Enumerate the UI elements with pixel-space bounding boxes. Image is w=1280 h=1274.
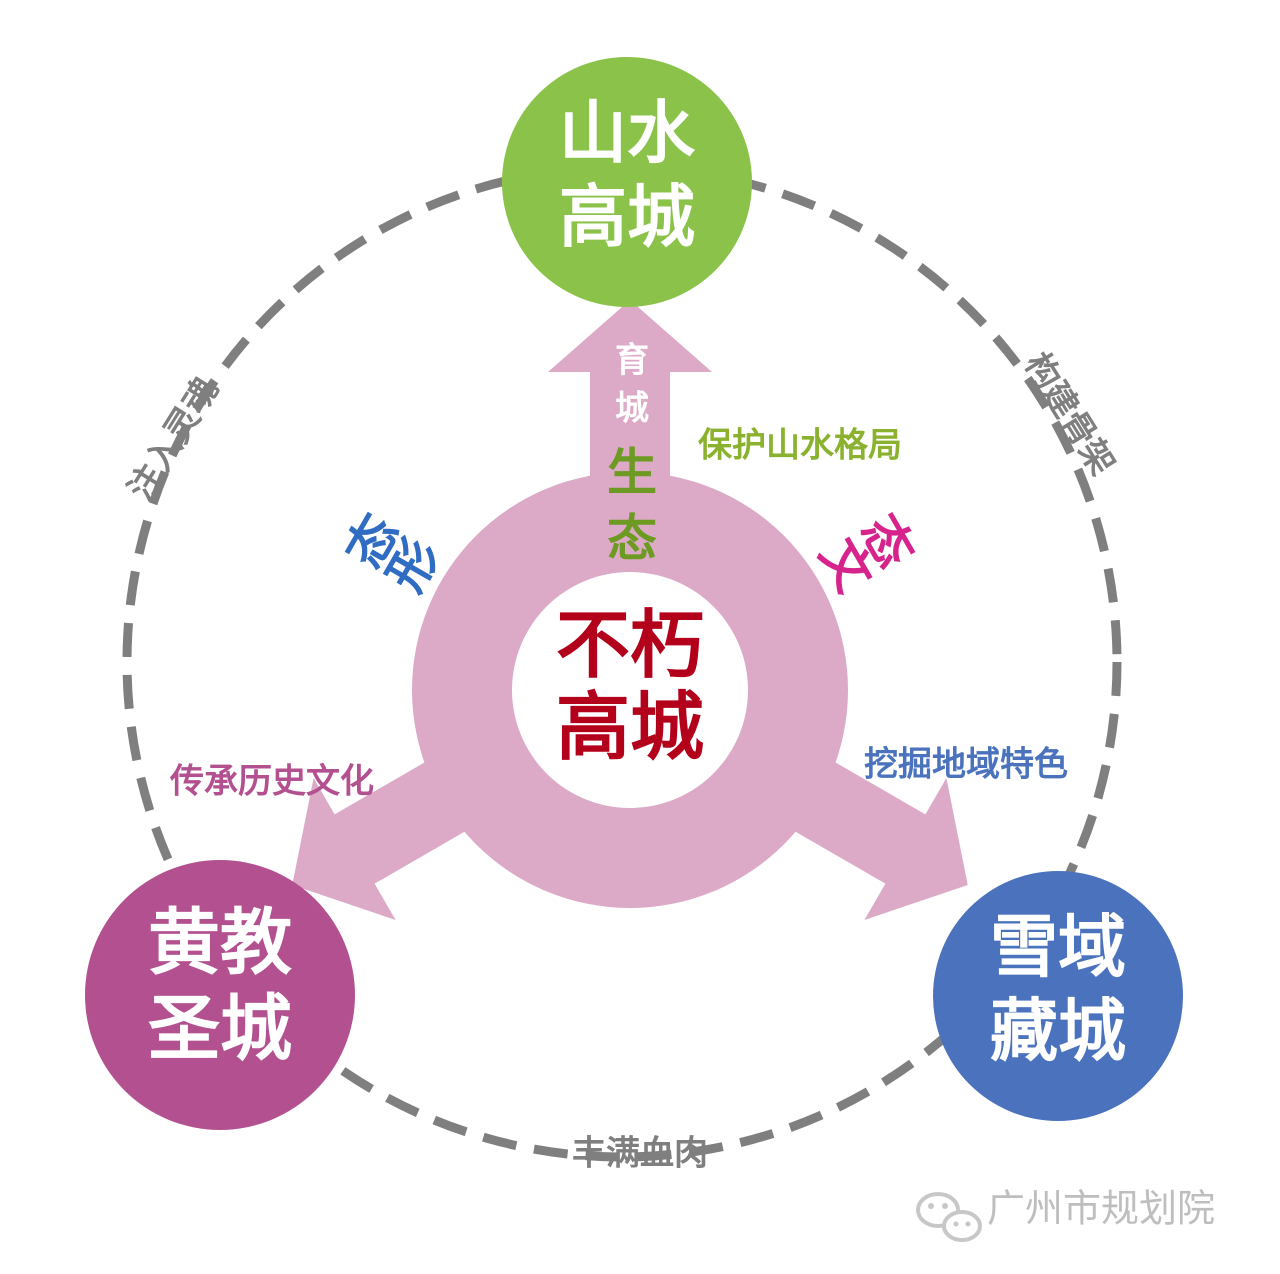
hub [292,300,968,921]
node-left: 黄教 圣城 [85,860,355,1130]
outer-dashed-ring [122,162,1122,1162]
wechat-icon [916,1192,982,1242]
top-arrow-domain-2: 态 [607,510,657,568]
node-right-line1: 雪域 [990,909,1126,988]
top-arrow-action-1: 育 [615,341,649,381]
arrow-left [292,760,469,921]
node-top-line1: 山水 [559,95,696,174]
watermark: 广州市规划院 [916,1187,1215,1242]
top-arrow-domain-1: 生 [607,444,657,502]
hub-center [512,572,748,808]
arrow-right [791,760,968,921]
node-right-line2: 藏城 [990,993,1126,1072]
arrow-top [548,300,712,480]
top-arrow-action-2: 城 [615,389,649,429]
ring-label-right: 构建骨架 [1016,346,1122,483]
description-left: 传承历史文化 [169,762,374,802]
description-right: 挖掘地域特色 [864,745,1068,785]
node-left-line1: 黄教 [148,901,292,985]
node-left-line2: 圣城 [148,987,292,1071]
node-top: 山水 高城 [502,57,752,307]
watermark-text: 广州市规划院 [987,1187,1215,1231]
ring-label-bottom: 丰满血肉 [572,1134,708,1174]
center-title-line2: 高城 [556,685,704,771]
description-top: 保护山水格局 [698,426,902,466]
center-title-line1: 不朽 [556,603,704,689]
node-top-line2: 高城 [559,179,695,258]
node-right: 雪域 藏城 [933,871,1183,1121]
ring-label-left: 注入灵魂 [121,371,227,508]
